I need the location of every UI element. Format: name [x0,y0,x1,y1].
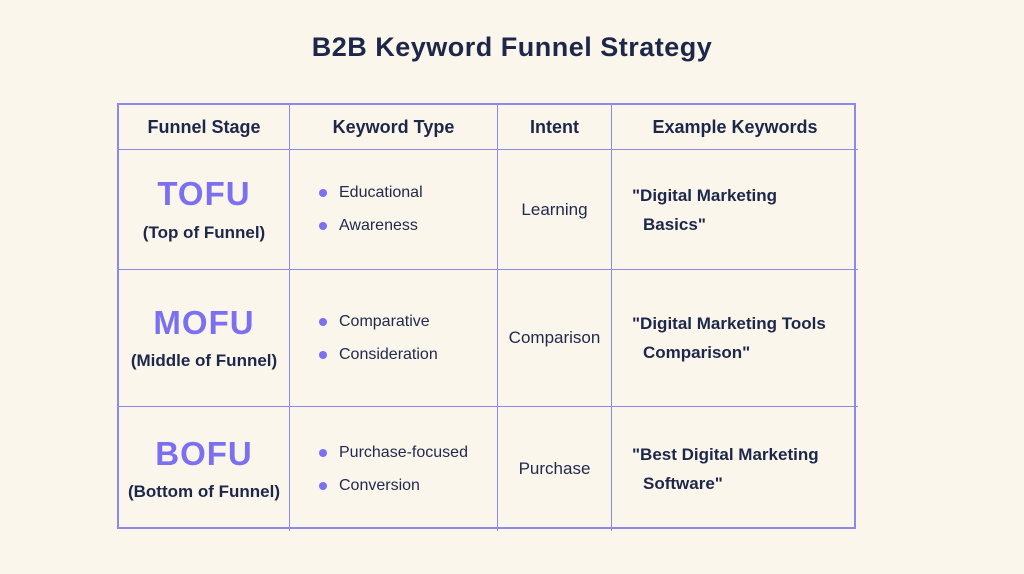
header-cell-example-keywords: Example Keywords [612,105,858,150]
stage-cell-mofu: MOFU (Middle of Funnel) [119,270,290,407]
stage-full-mofu: (Middle of Funnel) [130,351,278,371]
stage-abbr-mofu: MOFU [153,303,255,341]
keyword-item-label: Conversion [339,476,420,494]
example-cell-bofu: "Best Digital Marketing Software" [612,407,858,531]
example-keyword-line: "Digital Marketing Tools [632,314,826,333]
keyword-item: Conversion [319,477,497,495]
example-keyword-line: Comparison" [643,343,751,362]
stage-cell-bofu: BOFU (Bottom of Funnel) [119,407,290,531]
funnel-strategy-table: Funnel Stage Keyword Type Intent Example… [117,103,858,531]
example-keyword-line: "Digital Marketing [632,185,778,205]
bullet-dot-icon [319,350,327,359]
page-title: B2B Keyword Funnel Strategy [311,32,713,62]
keyword-item: Consideration [319,346,497,364]
bullet-dot-icon [319,448,327,457]
intent-cell-tofu: Learning [498,150,612,270]
stage-full-tofu: (Top of Funnel) [142,222,266,242]
keyword-item: Awareness [319,217,497,235]
stage-cell-tofu: TOFU (Top of Funnel) [119,150,290,270]
header-cell-keyword-type: Keyword Type [290,105,498,150]
keyword-item: Comparative [319,313,497,331]
header-cell-intent: Intent [498,105,612,150]
example-cell-mofu: "Digital Marketing Tools Comparison" [612,270,858,407]
example-keyword-line: Basics" [643,214,706,234]
keyword-item-label: Educational [339,184,423,201]
keyword-item-label: Awareness [339,217,418,234]
keyword-type-cell-bofu: Purchase-focused Conversion [290,407,498,531]
bullet-dot-icon [319,189,327,197]
example-keyword-line: Software" [643,474,723,493]
bullet-dot-icon [319,317,327,326]
stage-abbr-bofu: BOFU [155,434,253,472]
keyword-item-label: Comparative [339,312,430,330]
stage-abbr-tofu: TOFU [157,175,251,213]
keyword-type-cell-tofu: Educational Awareness [290,150,498,270]
keyword-item-label: Purchase-focused [339,443,468,461]
bullet-dot-icon [319,222,327,230]
keyword-type-cell-mofu: Comparative Consideration [290,270,498,407]
example-keyword-line: "Best Digital Marketing [632,445,819,464]
keyword-item-label: Consideration [339,345,438,363]
intent-cell-bofu: Purchase [498,407,612,531]
keyword-item: Educational [319,184,497,202]
example-cell-tofu: "Digital Marketing Basics" [612,150,858,270]
header-cell-funnel-stage: Funnel Stage [119,105,290,150]
intent-cell-mofu: Comparison [498,270,612,407]
keyword-item: Purchase-focused [319,444,497,462]
bullet-dot-icon [319,481,327,490]
stage-full-bofu: (Bottom of Funnel) [127,482,280,502]
